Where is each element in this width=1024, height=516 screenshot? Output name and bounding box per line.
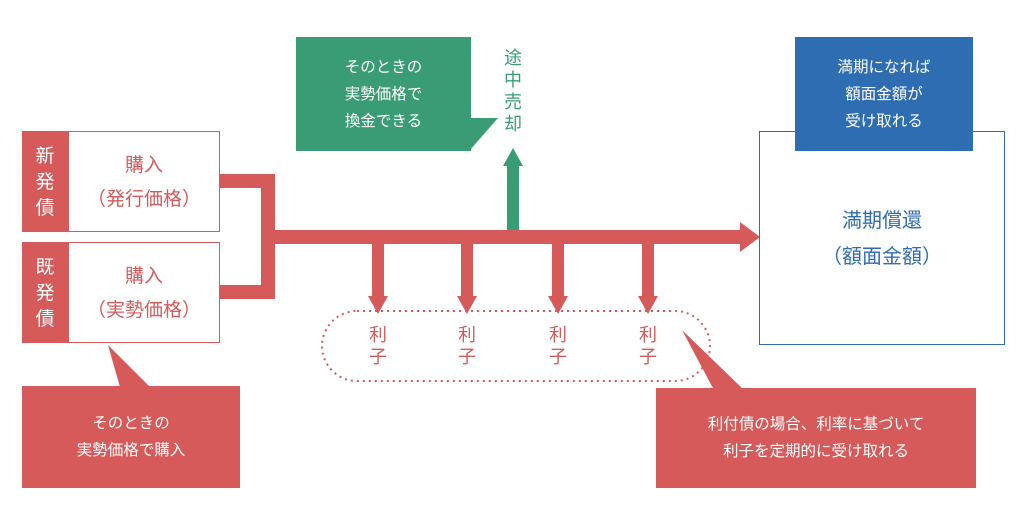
interest-arrowhead-1 (368, 296, 388, 314)
interest-note-line-1: 利付債の場合、利率に基づいて (707, 415, 925, 433)
interest-note: 利付債の場合、利率に基づいて 利子を定期的に受け取れる (656, 388, 976, 488)
maturity-note-line-3: 受け取れる (845, 111, 923, 130)
sale-note-line-1: そのときの (344, 57, 423, 76)
sale-arrowhead (503, 148, 523, 166)
interest-label-2: 利子 (458, 325, 476, 368)
new-bond-connector (218, 174, 275, 237)
existing-bond-purchase-box: 購入 （実勢価格） (68, 242, 220, 343)
interest-branches (368, 243, 658, 314)
maturity-note: 満期になれば 額面金額が 受け取れる (795, 37, 973, 151)
maturity-face-value-label: （額面金額） (822, 244, 942, 268)
purchase-note-line-1: そのときの (92, 414, 170, 432)
maturity-note-line-2: 額面金額が (845, 84, 923, 103)
sale-note-line-2: 実勢価格で (344, 84, 423, 103)
existing-bond-tag: 既発債 (22, 242, 68, 343)
sale-label: 途中売却 (504, 48, 522, 135)
maturity-box: 満期償還 （額面金額） (759, 131, 1005, 345)
interest-arrowhead-3 (548, 296, 568, 314)
interest-note-pointer (682, 330, 744, 390)
sale-note-pointer (470, 118, 498, 150)
new-bond-price-label: （発行価格） (86, 187, 201, 210)
new-bond-purchase-box: 購入 （発行価格） (68, 131, 220, 232)
interest-arrowhead-2 (457, 296, 477, 314)
new-bond-tag: 新発債 (22, 131, 68, 232)
existing-bond-price-label: （実勢価格） (86, 298, 201, 321)
interest-label-4: 利子 (639, 325, 657, 368)
existing-bond-connector (218, 237, 275, 299)
purchase-note-line-2: 実勢価格で購入 (76, 441, 186, 459)
existing-bond-purchase-label: 購入 (124, 264, 163, 287)
purchase-note: そのときの 実勢価格で購入 (22, 386, 240, 488)
sale-note: そのときの 実勢価格で 換金できる (296, 37, 471, 151)
maturity-note-line-1: 満期になれば (837, 57, 931, 76)
sale-note-line-3: 換金できる (344, 111, 423, 130)
interest-group-outline (321, 310, 711, 382)
timeline-arrowhead (740, 222, 760, 252)
interest-label-3: 利子 (549, 325, 567, 368)
interest-label-1: 利子 (369, 325, 387, 368)
new-bond-purchase-label: 購入 (124, 153, 163, 176)
interest-arrowhead-4 (638, 296, 658, 314)
purchase-note-pointer (108, 345, 150, 387)
interest-note-line-2: 利子を定期的に受け取れる (722, 442, 909, 460)
maturity-label: 満期償還 (842, 208, 922, 232)
